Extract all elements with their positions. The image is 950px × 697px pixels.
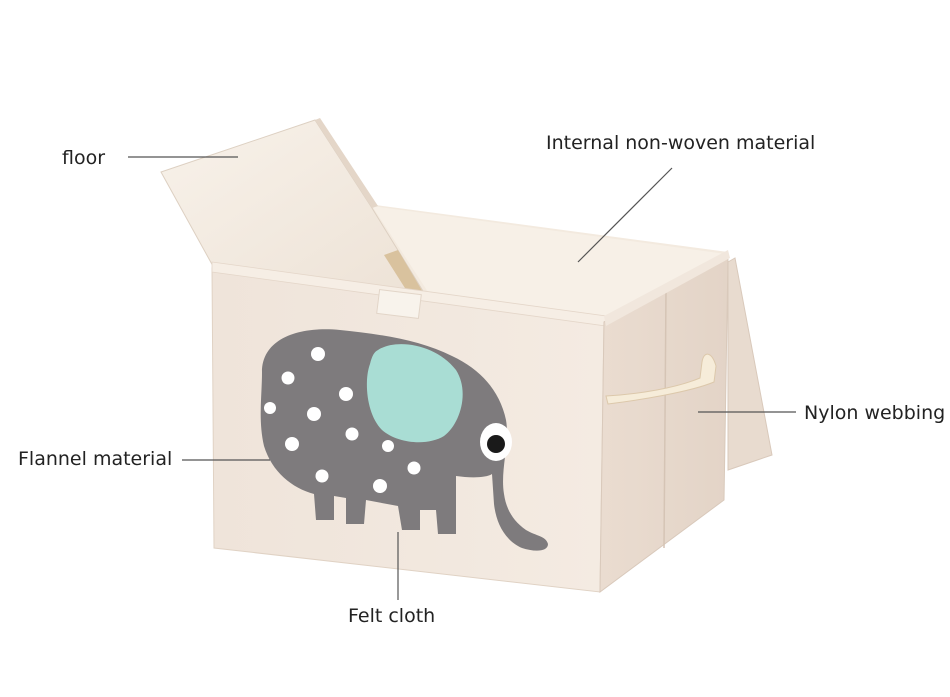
elephant-dot: [339, 387, 353, 401]
back-lid-flap: [727, 257, 773, 471]
elephant-dot: [311, 347, 325, 361]
elephant-eye-pupil: [487, 435, 505, 453]
velcro-tab: [376, 288, 422, 320]
elephant-dot: [407, 461, 421, 475]
callout-internal-material: Internal non-woven material: [546, 132, 816, 154]
box-interior-wall: [372, 206, 726, 318]
floor-lid-edge: [315, 118, 378, 208]
side-rim: [604, 250, 730, 326]
callout-flannel-material: Flannel material: [18, 448, 173, 470]
elephant-dot: [382, 440, 394, 452]
callout-felt-cloth: Felt cloth: [348, 605, 436, 627]
callout-floor: floor: [62, 147, 106, 169]
elephant-dot: [315, 469, 329, 483]
elephant-dot: [373, 479, 387, 493]
hinge-strap: [384, 250, 424, 296]
elephant-dot: [285, 437, 299, 451]
leader-line-internal: [577, 167, 673, 263]
side-seam: [663, 289, 667, 549]
elephant-dot: [281, 371, 295, 385]
callout-nylon-webbing: Nylon webbing: [804, 402, 946, 424]
elephant-dot: [264, 402, 276, 414]
nylon-handle: [605, 353, 717, 405]
elephant-felt-applique: [260, 329, 548, 551]
elephant-dot: [345, 427, 359, 441]
elephant-dot: [307, 407, 321, 421]
elephant-ear: [366, 344, 463, 443]
